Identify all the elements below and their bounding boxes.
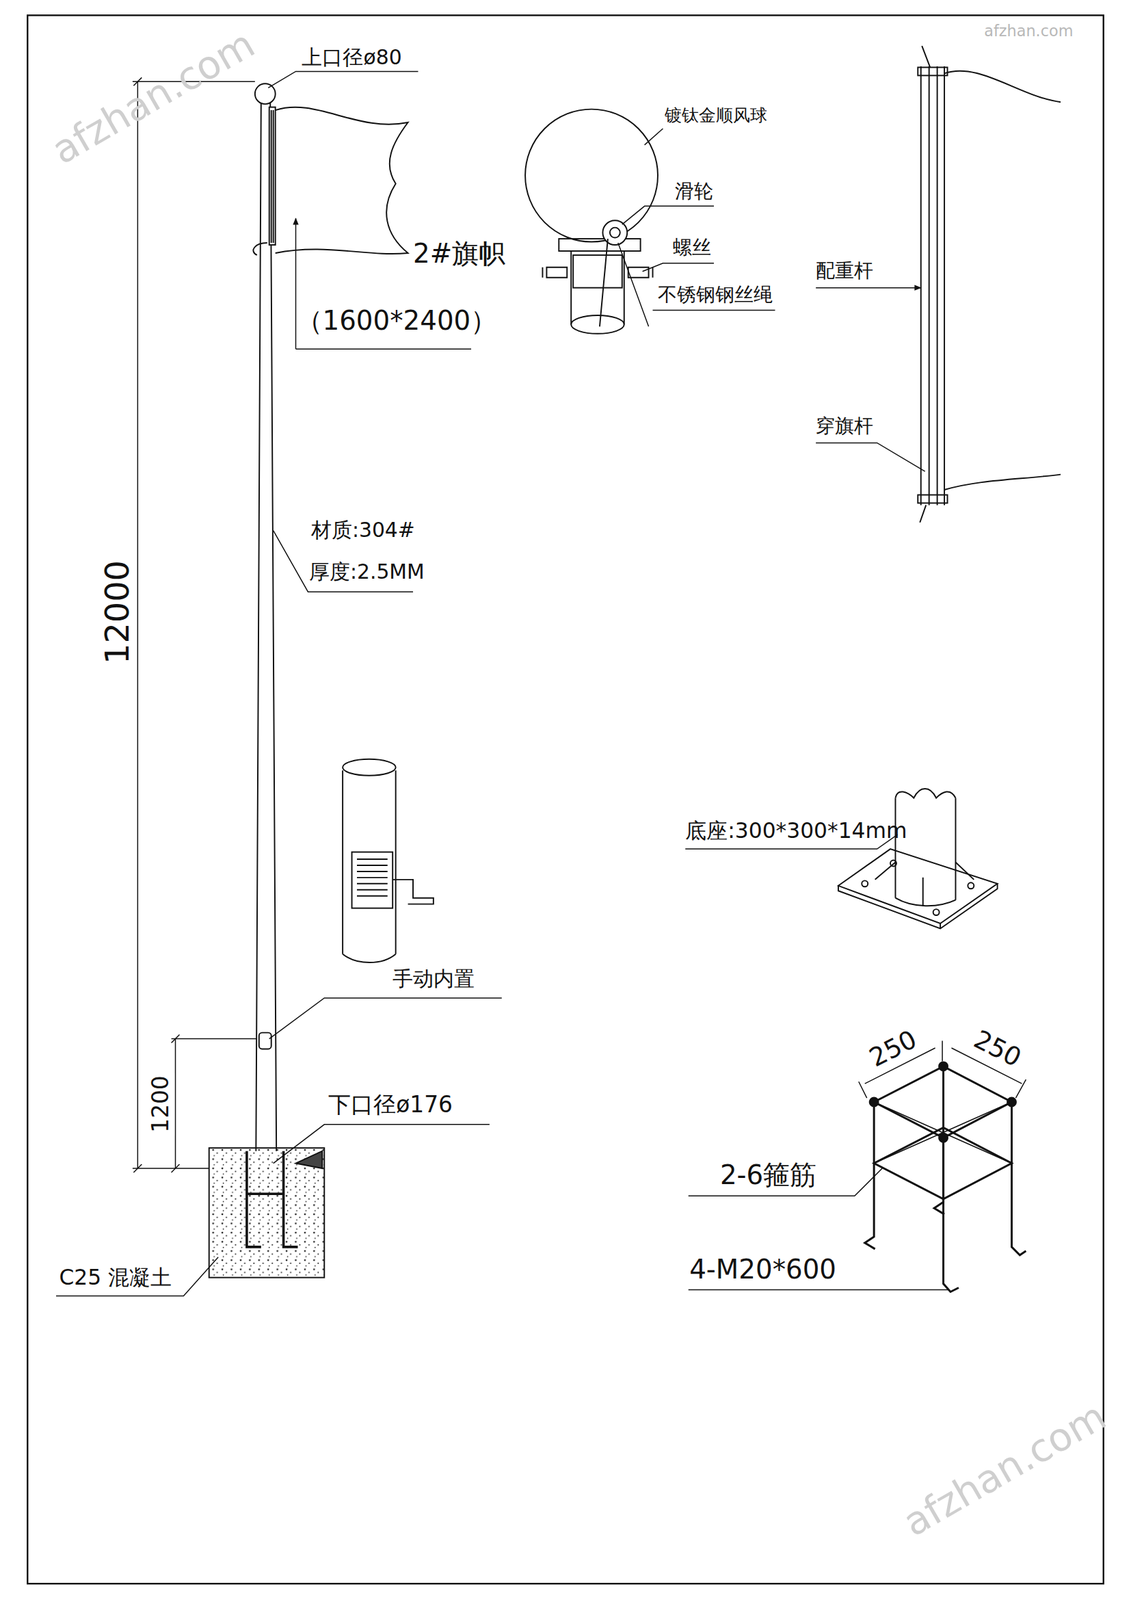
flag-rod-detail xyxy=(917,45,1061,523)
anchor-bolt: 4-M20*600 xyxy=(689,1254,837,1285)
pulley: 滑轮 xyxy=(674,180,714,204)
concrete-grade: C25 混凝土 xyxy=(59,1264,173,1289)
height-dimension: 12000 xyxy=(98,557,137,667)
bottom-diameter: 下口径ø176 xyxy=(328,1092,453,1119)
concrete xyxy=(209,1147,325,1277)
screw: 螺丝 xyxy=(672,236,712,260)
dimension-1200 xyxy=(171,1034,258,1173)
height-dimension: 1200 xyxy=(148,1072,175,1135)
winch-detail xyxy=(342,759,434,963)
anchor-bolts xyxy=(246,1150,299,1247)
base-plate-size: 底座:300*300*14mm xyxy=(685,817,907,843)
dimension-12000 xyxy=(132,77,256,1173)
rebar-dimension: 250 xyxy=(966,1022,1029,1074)
flag-name: 2#旗帜 xyxy=(413,238,506,270)
watermark: afzhan.com xyxy=(41,19,264,174)
stirrup: 2-6箍筋 xyxy=(720,1159,817,1191)
flag-rod: 穿旗杆 xyxy=(815,415,874,438)
finial-ball: 镀钛金顺风球 xyxy=(664,105,768,126)
watermark: afzhan.com xyxy=(893,1391,1116,1546)
material: 材质:304# xyxy=(311,518,416,542)
base-plate xyxy=(838,788,998,928)
counterweight-rod: 配重杆 xyxy=(815,259,874,283)
finial-detail xyxy=(525,109,658,334)
rebar-cage xyxy=(865,1061,1027,1292)
thickness: 厚度:2.5MM xyxy=(309,560,425,584)
rebar-dimension: 250 xyxy=(862,1022,924,1074)
frame xyxy=(27,15,1103,1583)
steel-rope: 不锈钢钢丝绳 xyxy=(657,283,773,307)
flag-size: （1600*2400） xyxy=(296,305,498,337)
pole xyxy=(253,83,277,1151)
manual-winch: 手动内置 xyxy=(392,966,475,991)
watermark: afzhan.com xyxy=(983,22,1073,41)
top-diameter: 上口径ø80 xyxy=(301,45,402,70)
